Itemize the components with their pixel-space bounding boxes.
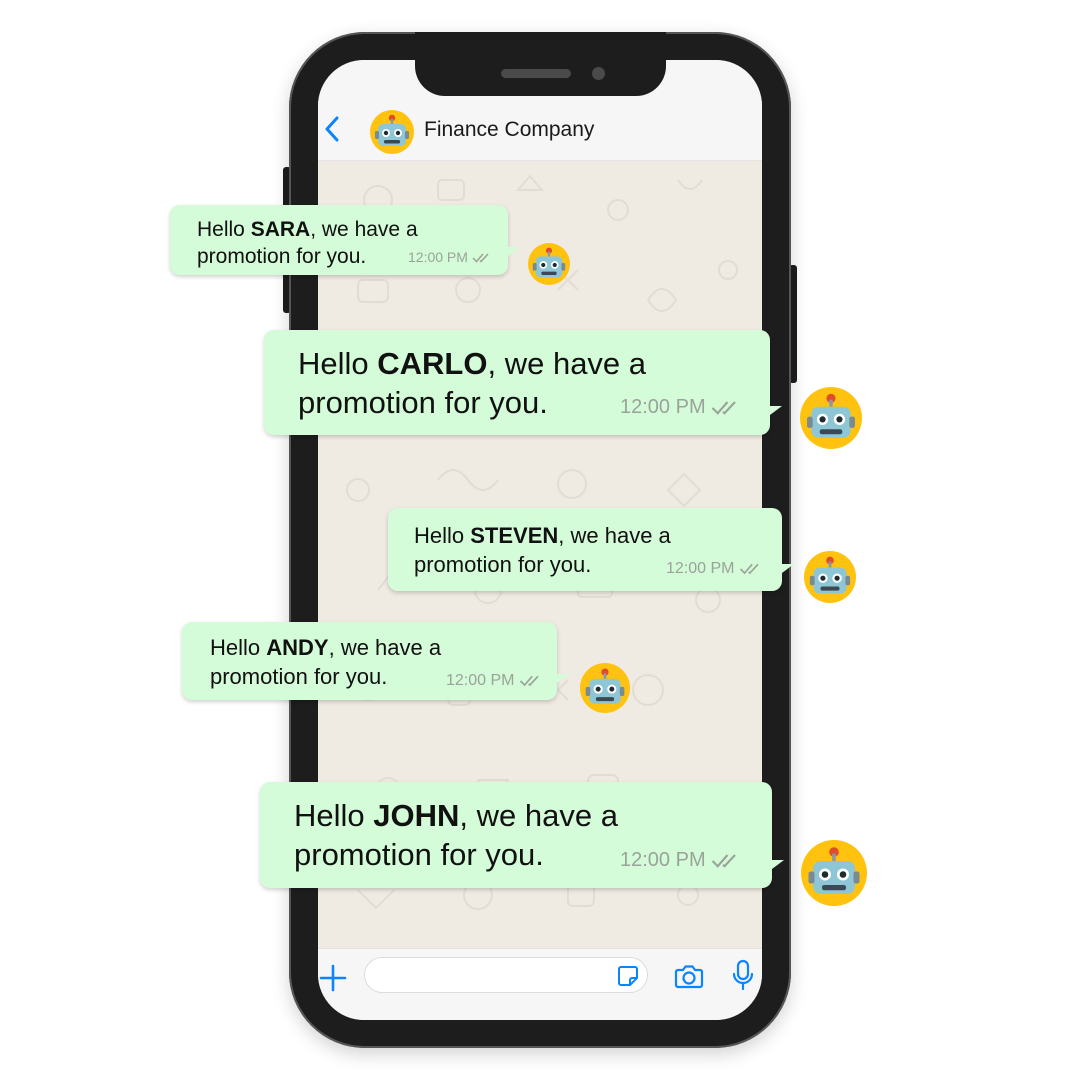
robot-icon [585, 668, 625, 704]
message-text: Hello SARA, we have a promotion for you. [197, 218, 418, 268]
sender-avatar [580, 663, 630, 713]
chevron-left-icon[interactable] [324, 116, 340, 142]
robot-icon [807, 393, 855, 438]
double-check-icon [711, 401, 736, 415]
contact-avatar[interactable] [370, 110, 414, 154]
chat-title[interactable]: Finance Company [424, 118, 595, 141]
message-meta: 12:00 PM [408, 249, 492, 265]
message-meta: 12:00 PM [620, 849, 741, 872]
phone-side-button-right [789, 265, 797, 383]
double-check-icon [711, 854, 736, 868]
message-text: Hello JOHN, we have a promotion for you. [294, 798, 618, 872]
message-bubble[interactable]: Hello ANDY, we have a promotion for you.… [182, 622, 569, 700]
message-bubble[interactable]: Hello JOHN, we have a promotion for you.… [260, 782, 784, 888]
double-check-icon [739, 563, 759, 575]
phone-speaker [501, 69, 571, 78]
sticker-icon[interactable] [616, 964, 640, 988]
phone-notch [415, 32, 666, 96]
message-text: Hello ANDY, we have a promotion for you. [210, 635, 442, 689]
microphone-icon[interactable] [732, 959, 754, 991]
plus-icon[interactable] [318, 963, 348, 993]
robot-icon [808, 847, 860, 894]
sender-avatar [800, 387, 862, 449]
robot-icon [375, 114, 409, 146]
message-input[interactable] [364, 957, 648, 993]
input-bar [318, 948, 762, 1020]
message-meta: 12:00 PM [666, 560, 763, 578]
message-bubble[interactable]: Hello SARA, we have a promotion for you.… [170, 205, 520, 275]
message-time: 12:00 PM [446, 672, 515, 689]
message-time: 12:00 PM [620, 396, 706, 418]
sender-avatar [528, 243, 570, 285]
message-meta: 12:00 PM [620, 396, 741, 419]
double-check-icon [519, 675, 539, 687]
sender-avatar [801, 840, 867, 906]
message-bubble[interactable]: Hello STEVEN, we have a promotion for yo… [388, 508, 794, 591]
robot-icon [532, 247, 566, 278]
message-text: Hello CARLO, we have a promotion for you… [298, 346, 647, 420]
message-bubble[interactable]: Hello CARLO, we have a promotion for you… [264, 330, 782, 435]
message-meta: 12:00 PM [446, 672, 543, 690]
double-check-icon [472, 253, 489, 263]
robot-icon [809, 556, 851, 594]
message-text: Hello STEVEN, we have a promotion for yo… [414, 523, 671, 577]
camera-icon[interactable] [674, 962, 704, 990]
message-time: 12:00 PM [666, 560, 735, 577]
message-time: 12:00 PM [620, 849, 706, 871]
message-time: 12:00 PM [408, 249, 468, 265]
sender-avatar [804, 551, 856, 603]
front-camera [592, 67, 605, 80]
